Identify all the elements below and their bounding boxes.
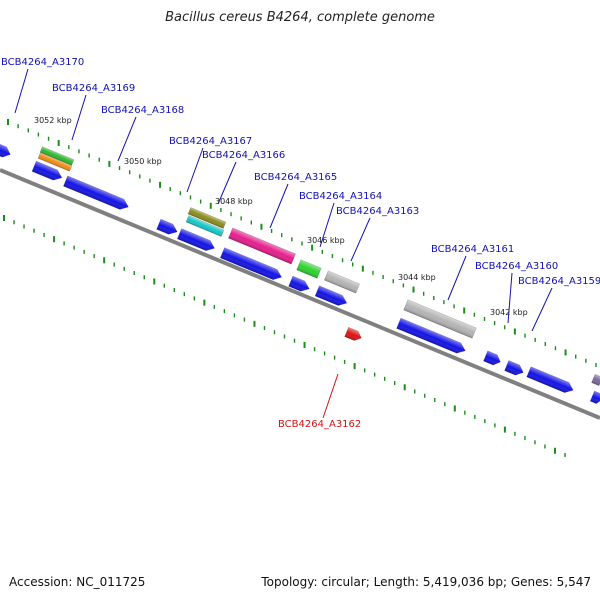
gene-label[interactable]: BCB4264_A3163 [336,206,419,217]
leader-line [507,272,513,324]
gene-arrow [63,175,129,210]
gene-arrow [526,366,574,393]
leader-line [186,147,204,193]
gene-block [323,270,361,294]
gene-arrow [0,142,11,158]
leader-line [531,287,553,332]
gene-arrow [589,390,600,404]
gene-arrow-highlight [344,326,362,341]
gene-label[interactable]: BCB4264_A3161 [431,244,514,255]
accession-text: Accession: NC_011725 [9,575,146,589]
ruler-label: 3042 kbp [490,308,528,317]
leader-line [117,116,137,162]
tick-marks [3,119,597,457]
gene-block [296,259,322,279]
ruler-labels: 3052 kbp 3050 kbp 3048 kbp 3046 kbp 3044 kbp… [34,116,528,317]
gene-block [185,215,225,237]
gene-label[interactable]: BCB4264_A3170 [1,57,84,68]
leader-line [447,255,467,301]
leader-line [14,68,29,114]
leader-line [71,94,87,141]
gene-arrow [156,218,178,235]
gene-arrow [483,350,501,366]
gene-arrow [314,285,348,306]
gene-arrow [288,275,310,292]
gene-block [187,207,227,229]
genome-backbone [0,168,600,420]
leader-line [319,202,335,248]
gene-label[interactable]: BCB4264_A3162 [278,419,361,430]
ruler-label: 3044 kbp [398,273,436,282]
gene-label[interactable]: BCB4264_A3166 [202,150,285,161]
gene-block [591,373,600,387]
map-title: Bacillus cereus B4264, complete genome [165,10,435,25]
gene-label[interactable]: BCB4264_A3164 [299,191,382,202]
gene-labels: BCB4264_A3170BCB4264_A3169BCB4264_A3168B… [1,57,600,430]
gene-label[interactable]: BCB4264_A3168 [101,105,184,116]
gene-arrow [31,160,63,181]
gene-features [0,142,600,404]
gene-label[interactable]: BCB4264_A3167 [169,136,252,147]
label-leaders [14,68,553,419]
leader-line [322,373,339,419]
gene-label[interactable]: BCB4264_A3160 [475,261,558,272]
topology-text: Topology: circular; Length: 5,419,036 bp… [261,575,591,589]
ruler-label: 3046 kbp [307,236,345,245]
gene-arrow [504,360,524,376]
gene-block [403,299,477,339]
gene-arrow [176,228,216,251]
gene-label[interactable]: BCB4264_A3159 [518,276,600,287]
ruler-label: 3050 kbp [124,157,162,166]
gene-arrow [396,317,466,354]
leader-line [350,217,371,262]
gene-arrow [219,247,283,280]
ruler-label: 3048 kbp [215,197,253,206]
leader-line [217,161,237,205]
ruler-label: 3052 kbp [34,116,72,125]
leader-line [269,183,289,229]
gene-block [39,146,75,166]
gene-block [228,227,296,265]
gene-label[interactable]: BCB4264_A3169 [52,83,135,94]
gene-label[interactable]: BCB4264_A3165 [254,172,337,183]
gene-block [37,152,73,172]
